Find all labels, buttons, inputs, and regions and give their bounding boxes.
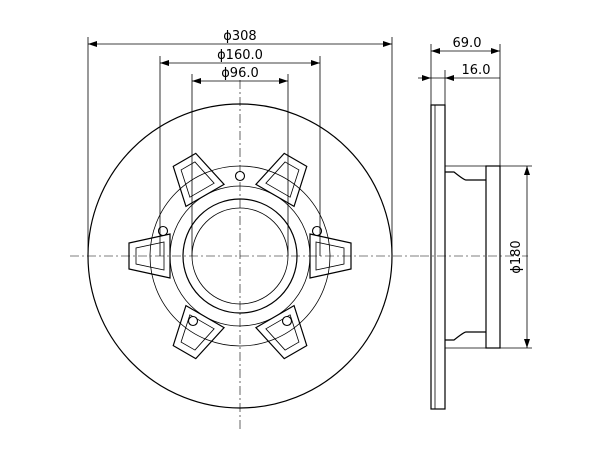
dimension-outer-diameter: ϕ308 [87,29,393,256]
arrow-head [192,78,201,84]
dimension-disc-thickness: 16.0 [418,63,500,105]
hub-tab [164,148,225,207]
dimension-center-bore: ϕ96.0 [191,66,289,256]
arrow-head [431,48,440,54]
hub-tab [255,148,316,207]
arrow-head [524,339,530,348]
bolt-hole [281,315,293,327]
dimension-hub-diameter: ϕ180 [500,165,532,349]
arrow-head [422,75,431,81]
dimension-label-total-height: 69.0 [453,36,482,51]
dimension-label-outer-diameter: ϕ308 [223,29,256,44]
side-view [420,104,528,410]
dimension-bolt-circle: ϕ160.0 [159,48,321,256]
front-view [70,80,420,430]
hub-bottom-profile [445,331,486,341]
arrow-head [160,60,169,66]
arrow-head [524,166,530,175]
dimension-label-center-bore: ϕ96.0 [221,66,259,81]
arrow-head [311,60,320,66]
hub-top-profile [445,171,486,181]
arrow-head [279,78,288,84]
dimension-total-height: 69.0 [430,36,501,166]
bolt-hole [157,225,169,237]
hub-tab [164,305,225,364]
hub-flange [485,165,501,349]
dimension-label-disc-thickness: 16.0 [462,63,491,78]
dimension-label-bolt-circle: ϕ160.0 [217,48,263,63]
arrow-head [383,41,392,47]
arrow-head [491,48,500,54]
dimension-label-hub-diameter: ϕ180 [509,240,524,273]
bolt-holes [157,170,323,327]
disc-section [430,104,446,410]
arrow-head [88,41,97,47]
hub-outer-circle [149,165,331,347]
arrow-head [445,75,454,81]
bore-outer-circle [182,198,298,314]
bolt-hole [311,225,323,237]
bolt-hole [187,315,199,327]
bolt-hole [234,170,246,182]
hub-tab [255,305,316,364]
